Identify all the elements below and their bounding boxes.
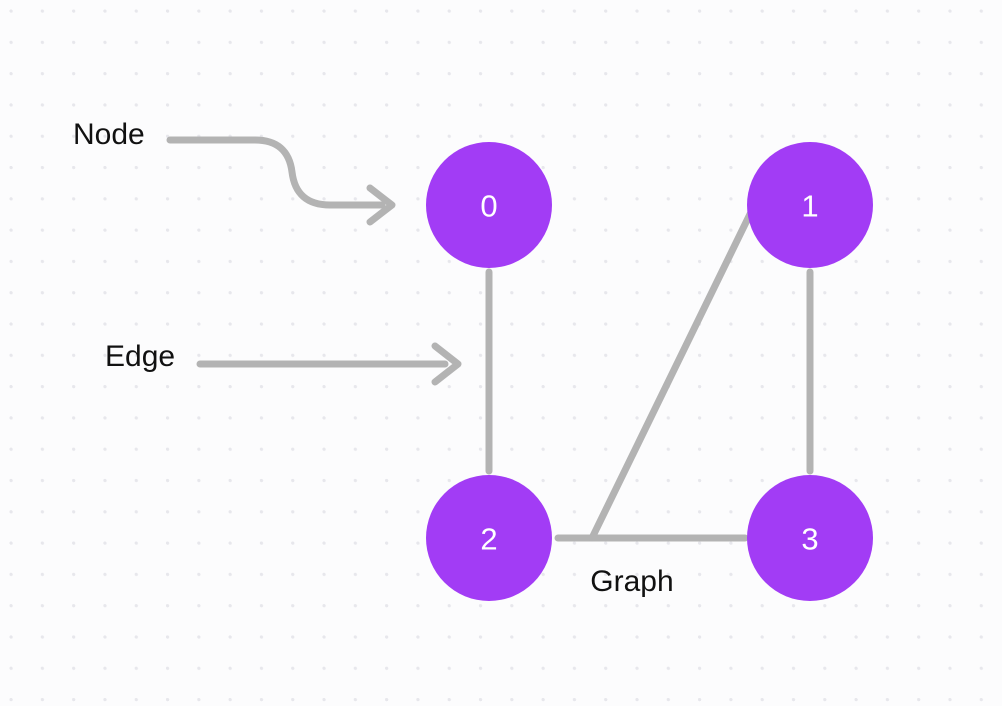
node-0-circle[interactable] [426,142,552,268]
node-1-label: 1 [801,189,818,224]
node-2-label: 2 [480,522,497,557]
edge-annotation-arrow-head [431,342,462,386]
node-1[interactable]: 1 [747,142,873,268]
node-annotation-arrow-head [366,184,396,226]
node-2[interactable]: 2 [426,475,552,601]
node-0-label: 0 [480,189,497,224]
node-3-label: 3 [801,522,818,557]
node-3-circle[interactable] [747,475,873,601]
node-0[interactable]: 0 [426,142,552,268]
label-group: Node Edge Graph [73,118,674,598]
node-3[interactable]: 3 [747,475,873,601]
node-annotation-label: Node [73,118,145,151]
edge-group [485,206,814,542]
node-1-circle[interactable] [747,142,873,268]
graph-annotation-label: Graph [590,565,673,598]
edge-annotation-label: Edge [105,340,175,373]
annotation-group [166,136,462,386]
node-group: 0 1 2 3 [426,142,873,601]
node-2-circle[interactable] [426,475,552,601]
node-annotation-arrow-shaft [166,136,386,209]
edge-2-1 [588,206,756,542]
